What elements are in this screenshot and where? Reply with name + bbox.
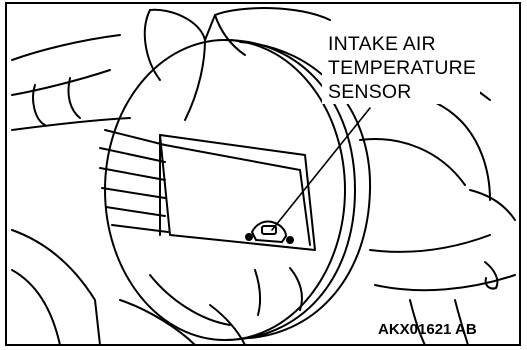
callout-line-1: INTAKE AIR	[328, 32, 476, 56]
inlet-grille	[100, 130, 315, 250]
inlet-duct-lines	[12, 35, 130, 130]
top-bracket-outline	[145, 8, 330, 120]
lower-ring-detail	[150, 268, 302, 325]
lower-left-structure	[12, 230, 245, 345]
figure-reference-code: AKX01621 AB	[378, 321, 477, 338]
temperature-sensor-element	[246, 221, 293, 243]
leader-line	[170, 108, 370, 232]
callout-line-3: SENSOR	[328, 80, 476, 104]
callout-line-2: TEMPERATURE	[328, 56, 476, 80]
sensor-callout-label: INTAKE AIR TEMPERATURE SENSOR	[322, 32, 480, 104]
